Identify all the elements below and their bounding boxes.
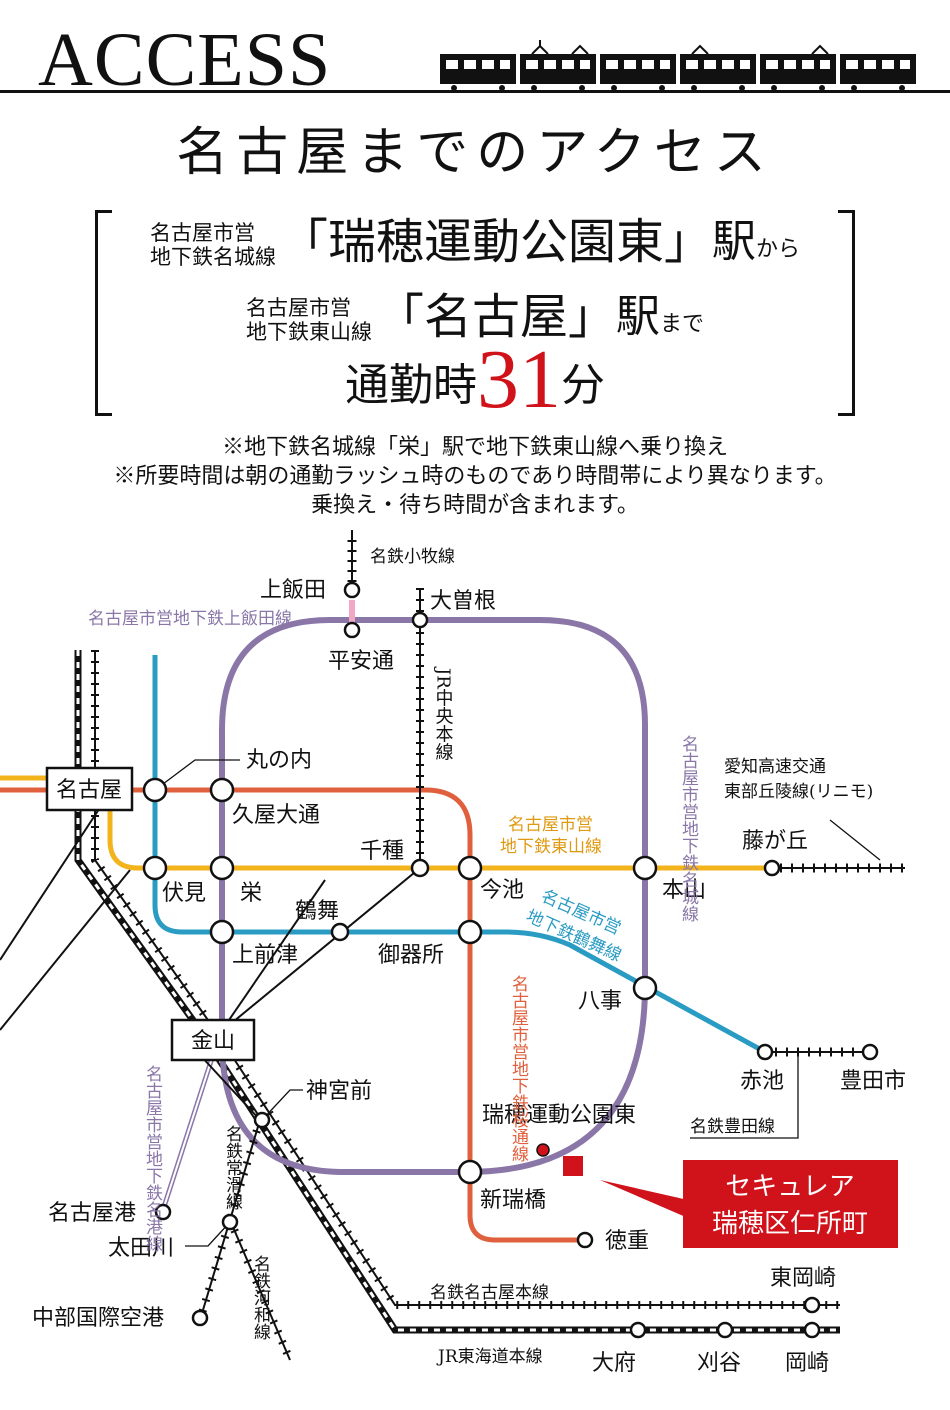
label-meijo: 名古屋市営地下鉄名城線 xyxy=(678,735,699,922)
header-rule xyxy=(0,90,950,93)
label-linimo-2: 東部丘陵線(リニモ) xyxy=(724,782,873,802)
eki-1: 駅 xyxy=(712,216,756,267)
to-line-label: 名古屋市営 地下鉄東山線 xyxy=(245,296,372,344)
higashiyama-line xyxy=(0,775,772,871)
station-imaike: 今池 xyxy=(480,878,524,903)
eki-2: 駅 xyxy=(616,291,660,342)
station-kamimaezu: 上前津 xyxy=(232,943,298,968)
note-wait: 乗換え・待ち時間が含まれます。 xyxy=(311,493,639,518)
station-nagoya: 名古屋 xyxy=(56,778,122,803)
label-toyota: 名鉄豊田線 xyxy=(690,1117,775,1137)
station-heian: 平安通 xyxy=(328,649,394,674)
station-hisaya: 久屋大通 xyxy=(232,803,320,828)
commute-minutes: 31 xyxy=(477,333,561,426)
commute-unit: 分 xyxy=(561,360,605,411)
station-otagawa: 太田川 xyxy=(108,1236,174,1261)
station-marunouchi: 丸の内 xyxy=(246,748,312,773)
label-higashiyama-1: 名古屋市営 xyxy=(508,815,593,835)
label-meitetsu-main: 名鉄名古屋本線 xyxy=(430,1283,549,1303)
sakuradori-line xyxy=(0,787,585,1243)
note-transfer: ※地下鉄名城線「栄」駅で地下鉄東山線へ乗り換え xyxy=(221,435,728,460)
station-tsurumai: 鶴舞 xyxy=(295,899,339,924)
station-markers xyxy=(142,581,879,1339)
station-okazaki: 岡崎 xyxy=(785,1351,829,1376)
station-kamiiida: 上飯田 xyxy=(260,578,326,603)
tsurumai-line xyxy=(152,655,767,1055)
label-kamiiida-line: 名古屋市営地下鉄上飯田線 xyxy=(88,609,292,629)
station-fushimi: 伏見 xyxy=(162,881,206,906)
property-name-1: セキュレア xyxy=(725,1172,854,1202)
from-station: 「瑞穂運動公園東」 xyxy=(279,214,712,270)
station-yagoto: 八事 xyxy=(578,989,622,1014)
station-gokiso: 御器所 xyxy=(378,943,444,968)
leader-lines xyxy=(154,759,881,1247)
route-row-from: 名古屋市営 地下鉄名城線 「瑞穂運動公園東」 駅 から xyxy=(0,205,950,269)
jr-kansai-line xyxy=(0,799,131,1031)
station-kariya: 刈谷 xyxy=(697,1351,741,1376)
label-higashiyama-2: 地下鉄東山線 xyxy=(500,837,602,857)
station-centrair: 中部国際空港 xyxy=(32,1306,164,1331)
property-marker xyxy=(563,1156,583,1176)
station-higashiokazaki: 東岡崎 xyxy=(770,1266,836,1291)
station-akaike: 赤池 xyxy=(740,1069,784,1094)
meijo-line xyxy=(219,617,648,1175)
label-chuo: JR中央本線 xyxy=(433,666,454,761)
label-sakuradori: 名古屋市営地下鉄桜通線 xyxy=(508,975,529,1162)
station-sakae: 栄 xyxy=(240,881,262,906)
station-mizuho: 瑞穂運動公園東 xyxy=(482,1103,636,1128)
property-name-2: 瑞穂区仁所町 xyxy=(712,1209,868,1239)
bracket-left xyxy=(95,210,112,416)
label-meiko: 名古屋市営地下鉄名港線 xyxy=(142,1065,163,1252)
station-chikusa: 千種 xyxy=(360,839,404,864)
label-tokoname: 名鉄常滑線 xyxy=(222,1125,243,1210)
label-kowa: 名鉄河和線 xyxy=(250,1255,271,1340)
label-komaki: 名鉄小牧線 xyxy=(370,547,455,567)
mizuho-marker xyxy=(536,1143,550,1157)
from-line-label: 名古屋市営 地下鉄名城線 xyxy=(149,221,276,269)
commute-row: 通勤時 31 分 xyxy=(0,333,950,426)
station-obu: 大府 xyxy=(592,1351,636,1376)
station-shinmizuho: 新瑞橋 xyxy=(480,1188,546,1213)
kanayama-hub-box xyxy=(170,1018,256,1062)
label-linimo-1: 愛知高速交通 xyxy=(724,757,826,777)
to-station: 「名古屋」 xyxy=(375,289,616,345)
made: まで xyxy=(660,312,705,337)
property-pointer xyxy=(600,1180,688,1218)
nagoya-hub-box xyxy=(45,766,134,812)
page-title: ACCESS xyxy=(38,18,332,102)
note-time: ※所要時間は朝の通勤ラッシュ時のものであり時間帯により異なります。 xyxy=(113,464,837,489)
station-nagoyako: 名古屋港 xyxy=(48,1201,136,1226)
station-motoyama: 本山 xyxy=(662,878,706,903)
station-ozone: 大曽根 xyxy=(430,589,496,614)
label-jr-tokaido: JR東海道本線 xyxy=(436,1347,543,1367)
bracket-right xyxy=(838,210,855,416)
station-fujigaoka: 藤が丘 xyxy=(742,829,808,854)
commute-prefix: 通勤時 xyxy=(345,360,477,411)
station-toyotashi: 豊田市 xyxy=(840,1069,906,1094)
route-row-to: 名古屋市営 地下鉄東山線 「名古屋」 駅 まで xyxy=(0,280,950,344)
headline: 名古屋までのアクセス xyxy=(176,123,774,183)
station-tokushige: 徳重 xyxy=(605,1229,649,1254)
property-box xyxy=(683,1160,898,1248)
kara: から xyxy=(756,237,801,262)
station-kanayama: 金山 xyxy=(191,1029,235,1054)
train-icon xyxy=(440,40,916,91)
station-jingu: 神宮前 xyxy=(306,1079,372,1104)
